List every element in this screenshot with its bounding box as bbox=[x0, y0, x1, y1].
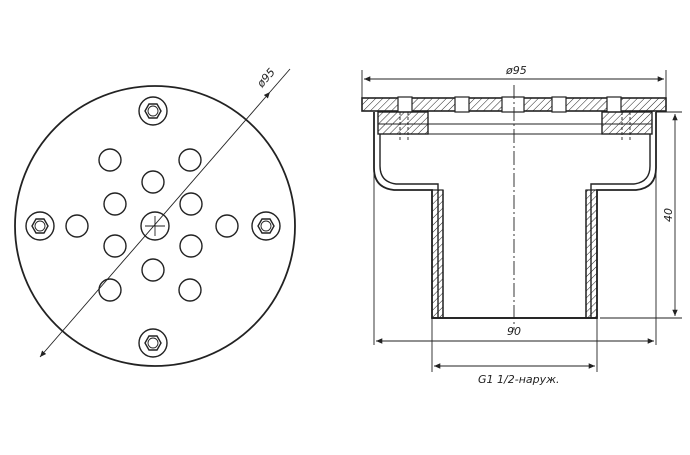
screw-top bbox=[138, 96, 168, 126]
drain-body-inner bbox=[379, 134, 651, 318]
drain-hole bbox=[103, 192, 127, 216]
drain-hole bbox=[215, 214, 239, 238]
height-label: 40 bbox=[662, 208, 675, 222]
drain-hole bbox=[141, 258, 165, 282]
section-top-diameter-label: ø95 bbox=[505, 64, 527, 77]
plate-perforations bbox=[397, 96, 622, 113]
thread-label: G1 1/2-наруж. bbox=[478, 373, 560, 386]
drain-hole bbox=[178, 148, 202, 172]
pipe-wall-left bbox=[431, 189, 444, 319]
pipe-wall-right bbox=[585, 189, 598, 319]
drain-hole bbox=[179, 234, 203, 258]
screw-right bbox=[251, 211, 281, 241]
drain-body-outer bbox=[373, 112, 657, 319]
drain-hole bbox=[103, 234, 127, 258]
seal-ring-right bbox=[601, 111, 653, 135]
screw-left bbox=[25, 211, 55, 241]
base-width-label: 90 bbox=[507, 325, 521, 338]
drain-hole bbox=[179, 192, 203, 216]
drain-hole bbox=[65, 214, 89, 238]
center-hole bbox=[140, 211, 170, 241]
plate-outline bbox=[14, 85, 296, 367]
drain-hole bbox=[141, 170, 165, 194]
drain-hole bbox=[178, 278, 202, 302]
section-view: ø95 bbox=[361, 64, 682, 386]
drain-hole bbox=[98, 278, 122, 302]
screw-bottom bbox=[138, 328, 168, 358]
drain-hole bbox=[98, 148, 122, 172]
plan-view: ø95 bbox=[14, 66, 296, 367]
seal-ring-left bbox=[377, 111, 429, 135]
drain-holes bbox=[65, 148, 239, 302]
